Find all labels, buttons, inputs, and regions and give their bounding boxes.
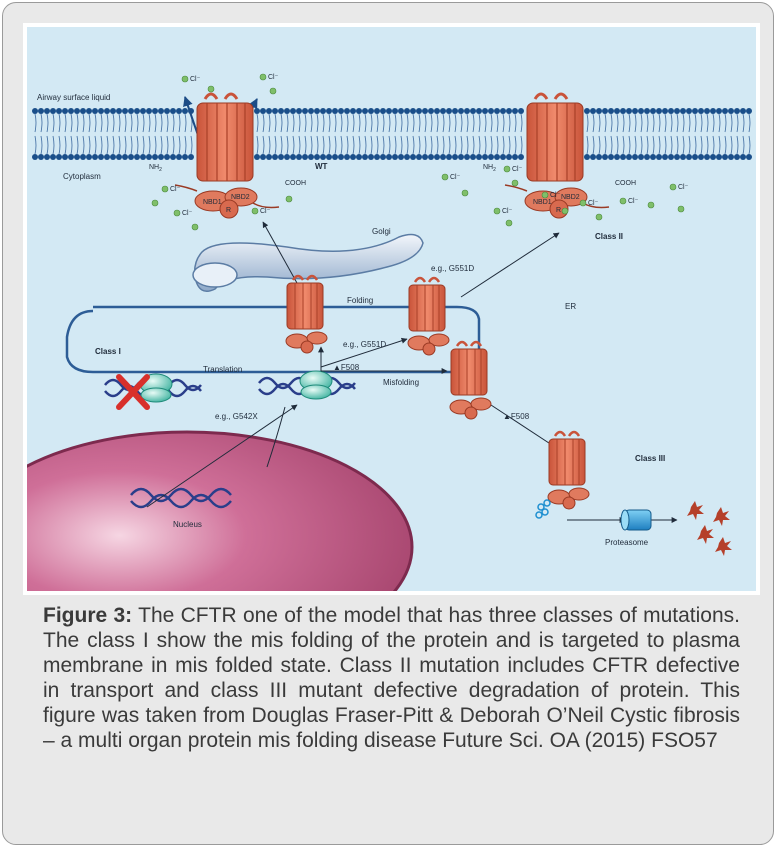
chloride-label: Cl⁻ [182,210,193,217]
chloride-label: Cl⁻ [170,186,181,193]
chloride-label: Cl⁻ [190,76,201,83]
chloride-label: Cl⁻ [628,198,639,205]
chloride-label: Cl⁻ [512,166,523,173]
class-i-label: Class I [95,347,121,356]
chloride-label: Cl⁻ [550,192,561,199]
figure-caption-label: Figure 3: [43,604,133,627]
chloride-label: Cl⁻ [588,200,599,207]
r-label-class-ii: R [556,207,561,214]
cell-membrane [32,108,752,160]
class-ii-label: Class II [595,232,623,241]
chloride-ions: Cl⁻ Cl⁻ Cl⁻ Cl⁻ Cl⁻ Cl⁻ Cl⁻ Cl⁻ Cl⁻ Cl⁻ Cl⁻ Cl⁻ [151,73,689,231]
nbd2-label-wt: NBD2 [231,194,250,201]
stop-x-icon [116,374,150,410]
r-label-wt: R [226,207,231,214]
nbd1-label-wt: NBD1 [203,199,222,206]
cftr-channel-wt: NBD1 NBD2 R [174,92,280,219]
nbd2-label-class-ii: NBD2 [561,194,580,201]
eg-g542x-label: e.g., G542X [215,412,258,421]
cooh-label-class-ii: COOH [615,180,636,187]
cytoplasm-label: Cytoplasm [63,172,101,181]
ribosome-translating [299,370,333,400]
cftr-channel-class-ii: NBD1 NBD2 R [504,92,610,219]
misfolding-label: Misfolding [383,378,419,387]
cftr-folding-2 [407,276,450,356]
cooh-label-wt: COOH [285,180,306,187]
nh2-label-class-ii: NH2 [483,164,496,173]
chloride-label: Cl⁻ [678,184,689,191]
cftr-folding-1 [285,274,328,354]
proteasome: Proteasome [605,509,652,547]
folding-label: Folding [347,296,373,305]
nucleus: Nucleus [27,430,414,591]
golgi-label: Golgi [372,227,391,236]
cftr-class-iii [535,430,590,519]
figure-caption-text: The CFTR one of the model that has three… [43,604,740,752]
nbd1-label-class-ii: NBD1 [533,199,552,206]
nh2-label-wt: NH2 [149,164,162,173]
figure-frame: Nucleus [23,23,760,595]
peptide-fragments [687,501,732,556]
nucleus-label: Nucleus [173,520,202,529]
f508-upper-label: ▲F508 [333,363,360,372]
figure-caption: Figure 3: The CFTR one of the model that… [43,603,740,753]
eg-g551d-upper-label: e.g., G551D [431,264,474,273]
translation-label: Translation [203,365,242,374]
wt-label: WT [315,162,328,171]
golgi-apparatus: Golgi [192,227,424,292]
eg-g551d-lower-label: e.g., G551D [343,340,386,349]
chloride-label: Cl⁻ [450,174,461,181]
chloride-label: Cl⁻ [260,208,271,215]
chloride-label: Cl⁻ [502,208,513,215]
chloride-label: Cl⁻ [268,74,279,81]
cftr-diagram: Nucleus [27,27,756,591]
f508-lower-label: ▲F508 [503,412,530,421]
airway-surface-liquid-label: Airway surface liquid [37,93,110,102]
proteasome-label: Proteasome [605,538,649,547]
class-iii-label: Class III [635,454,665,463]
er-label: ER [565,302,576,311]
cftr-misfolded [449,340,492,420]
